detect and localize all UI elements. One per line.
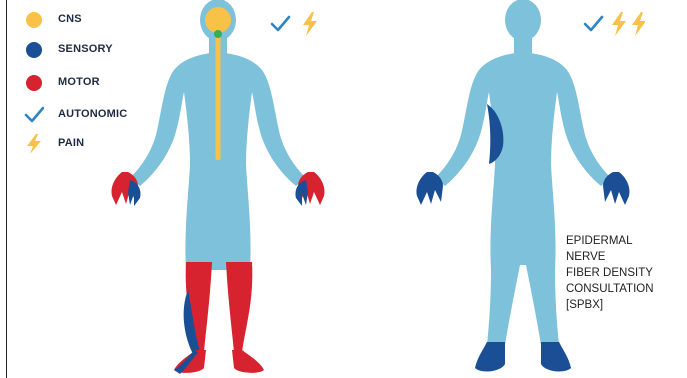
right-foot-motor — [232, 350, 264, 373]
spinal-node — [214, 30, 222, 38]
right-figure-autonomic-checkmark-icon — [585, 17, 602, 30]
caption: EPIDERMAL NERVE FIBER DENSITY CONSULTATI… — [566, 233, 654, 313]
checkmark-icon — [24, 105, 44, 125]
sensory-circle-icon — [24, 40, 44, 60]
left-figure-autonomic-checkmark-icon — [272, 17, 289, 30]
left-hand-sensory — [416, 172, 443, 205]
caption-line: [SPBX] — [566, 297, 654, 313]
caption-line: FIBER DENSITY — [566, 265, 654, 281]
cns-brain — [205, 7, 231, 33]
right-leg-motor — [226, 262, 252, 352]
frame-line — [6, 0, 7, 378]
legend-label-motor: MOTOR — [58, 76, 100, 88]
caption-line: CONSULTATION — [566, 281, 654, 297]
right-hand-sensory — [603, 172, 630, 205]
caption-line: EPIDERMAL — [566, 233, 654, 249]
right-figure-pain-lightning-bolt-icon-2 — [632, 12, 645, 36]
motor-circle-icon — [24, 73, 44, 93]
spinal-cord — [216, 30, 221, 160]
left-foot-sensory — [475, 342, 505, 371]
caption-line: NERVE — [566, 249, 654, 265]
left-figure-pain-lightning-bolt-icon — [303, 12, 317, 36]
right-body-figure — [405, 0, 645, 378]
left-body-figure — [100, 0, 340, 378]
legend-label-cns: CNS — [58, 13, 82, 25]
right-figure-pain-lightning-bolt-icon-1 — [612, 12, 626, 36]
lightning-bolt-icon — [24, 134, 44, 154]
right-foot-sensory — [541, 342, 571, 371]
legend-label-pain: PAIN — [58, 137, 84, 149]
cns-circle-icon — [24, 10, 44, 30]
